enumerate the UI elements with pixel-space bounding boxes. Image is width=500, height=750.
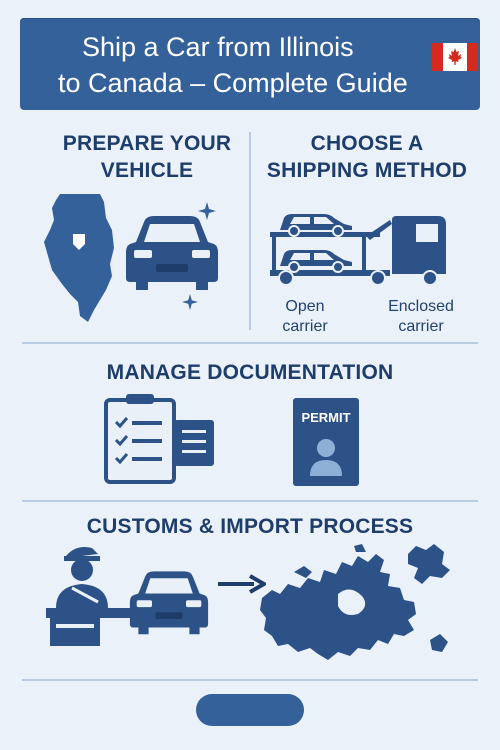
- shipping-title-line2: SHIPPING METHOD: [266, 159, 468, 182]
- banner-title-line2: to Canada – Complete Guide: [58, 68, 408, 98]
- section-divider: [22, 500, 478, 502]
- prepare-title-line1: PREPARE YOUR: [62, 132, 232, 155]
- customs-title: CUSTOMS & IMPORT PROCESS: [86, 515, 414, 538]
- canada-map-icon: [260, 544, 450, 660]
- car-front-icon: [129, 571, 209, 635]
- enclosed-carrier-label-line1: Enclosed: [388, 298, 454, 315]
- permit-label: PERMIT: [301, 410, 351, 425]
- prepare-title-line2: VEHICLE: [100, 159, 194, 182]
- enclosed-carrier-label-line2: carrier: [398, 318, 444, 335]
- title-banner: Ship a Car from Illinois to Canada – Com…: [20, 18, 480, 110]
- open-carrier-label-line2: carrier: [282, 318, 328, 335]
- section-divider: [22, 679, 478, 681]
- open-carrier-label-line1: Open: [285, 298, 325, 315]
- sparkle-icon: [182, 294, 198, 310]
- sparkle-icon: [198, 202, 216, 220]
- permit-card: PERMIT: [293, 398, 359, 486]
- car-front-icon: [126, 216, 218, 290]
- person-icon: [310, 439, 342, 476]
- car-carrier-truck-icon: [270, 214, 446, 286]
- documentation-title: MANAGE DOCUMENTATION: [106, 361, 394, 384]
- shipping-title-line1: CHOOSE A: [310, 132, 424, 155]
- banner-title-line1: Ship a Car from Illinois: [82, 32, 354, 62]
- customs-officer-icon: [46, 547, 138, 646]
- canada-flag-icon: [432, 43, 478, 71]
- section-divider: [22, 342, 478, 344]
- column-divider: [249, 132, 251, 330]
- illinois-map-icon: [44, 194, 114, 322]
- arrow-right-icon: [218, 574, 266, 594]
- footer-pill-button[interactable]: [196, 694, 304, 726]
- checklist-clipboard-icon: [104, 394, 214, 484]
